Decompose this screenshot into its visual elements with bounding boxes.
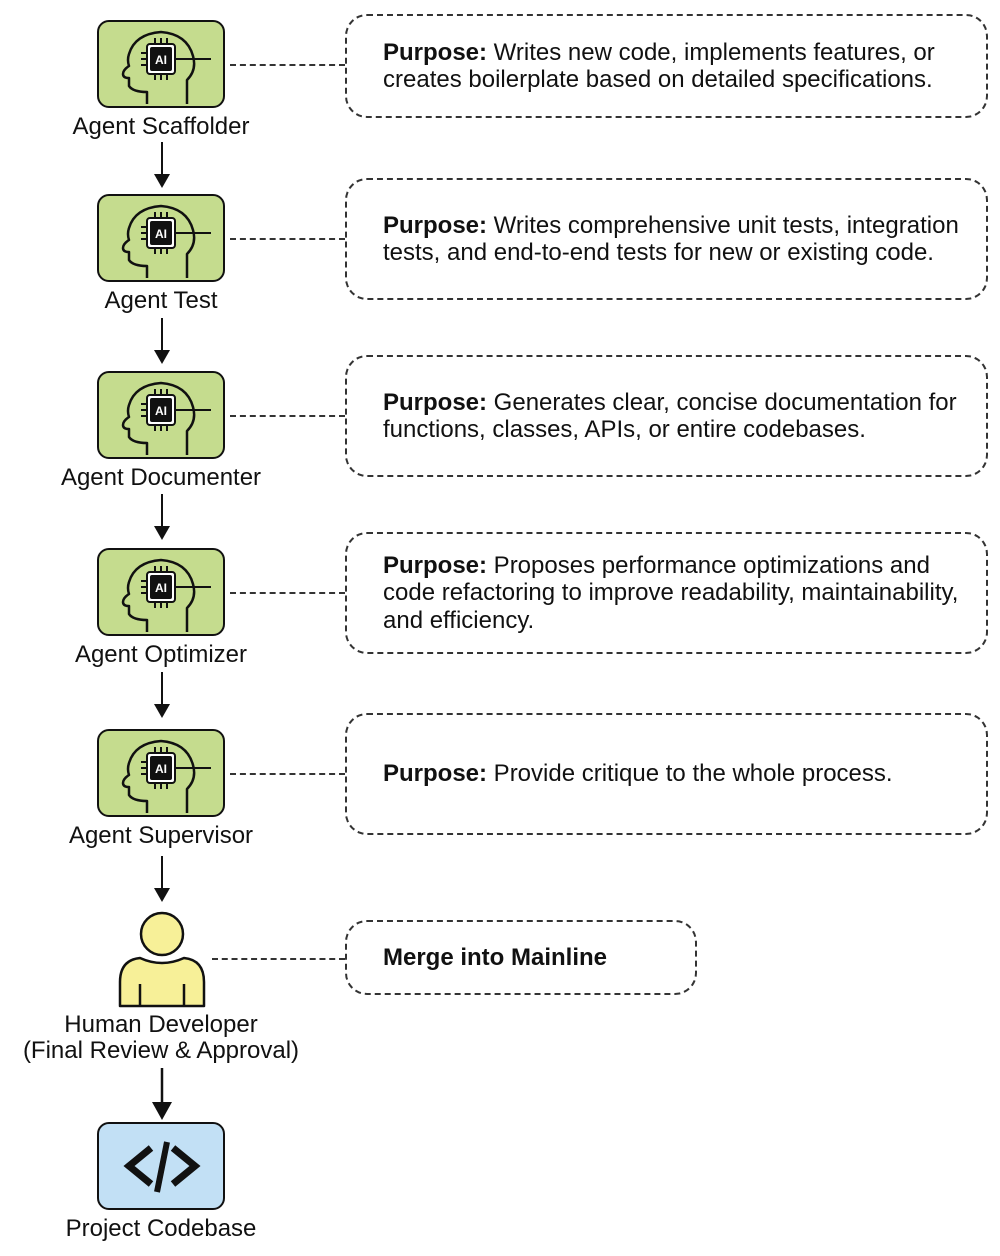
flow-arrow xyxy=(154,672,170,718)
purpose-connector xyxy=(230,592,345,594)
human-developer-sublabel: (Final Review & Approval) xyxy=(22,1037,300,1064)
agent-name-label: Agent Scaffolder xyxy=(72,113,250,140)
agent-name-label: Agent Supervisor xyxy=(68,822,254,849)
code-brackets-icon xyxy=(123,1141,201,1193)
agent-icon-box: AI xyxy=(97,194,225,282)
purpose-text: Purpose: Generates clear, concise docume… xyxy=(383,389,966,444)
purpose-label: Purpose: xyxy=(383,38,488,66)
purpose-label: Purpose: xyxy=(383,388,488,416)
ai-chip-label: AI xyxy=(155,762,167,776)
purpose-connector xyxy=(230,773,345,775)
purpose-text: Purpose: Proposes performance optimizati… xyxy=(383,552,966,635)
human-developer-label: Human Developer xyxy=(64,1011,258,1038)
purpose-connector xyxy=(230,415,345,417)
agent-icon-box: AI xyxy=(97,371,225,459)
merge-note: Merge into Mainline xyxy=(345,920,697,995)
flow-arrow xyxy=(154,318,170,364)
flow-arrow xyxy=(152,1068,172,1120)
agent-name-label: Agent Documenter xyxy=(60,464,262,491)
purpose-note: Purpose: Generates clear, concise docume… xyxy=(345,355,988,477)
merge-note-text: Merge into Mainline xyxy=(383,943,608,971)
purpose-connector xyxy=(230,64,345,66)
ai-chip-label: AI xyxy=(155,227,167,241)
ai-head-icon: AI xyxy=(121,204,211,278)
person-icon xyxy=(118,911,206,1008)
agent-name-label: Agent Optimizer xyxy=(74,641,248,668)
purpose-label: Purpose: xyxy=(383,551,488,579)
agent-icon-box: AI xyxy=(97,548,225,636)
purpose-note: Purpose: Provide critique to the whole p… xyxy=(345,713,988,835)
ai-head-icon: AI xyxy=(121,558,211,632)
agent-name-label: Agent Test xyxy=(104,287,218,314)
purpose-description: Writes comprehensive unit tests, integra… xyxy=(383,211,959,267)
agent-icon-box: AI xyxy=(97,729,225,817)
purpose-text: Purpose: Writes new code, implements fea… xyxy=(383,39,966,94)
human-note-connector xyxy=(212,958,345,960)
ai-head-icon: AI xyxy=(121,30,211,104)
purpose-label: Purpose: xyxy=(383,211,488,239)
ai-head-icon: AI xyxy=(121,739,211,813)
agent-icon-box: AI xyxy=(97,20,225,108)
codebase-icon-box xyxy=(97,1122,225,1210)
project-codebase-label: Project Codebase xyxy=(65,1215,257,1242)
purpose-note: Purpose: Proposes performance optimizati… xyxy=(345,532,988,654)
purpose-note: Purpose: Writes comprehensive unit tests… xyxy=(345,178,988,300)
ai-chip-label: AI xyxy=(155,53,167,67)
ai-chip-label: AI xyxy=(155,581,167,595)
purpose-description: Generates clear, concise documentation f… xyxy=(383,388,957,444)
purpose-connector xyxy=(230,238,345,240)
purpose-label: Purpose: xyxy=(383,760,488,788)
purpose-note: Purpose: Writes new code, implements fea… xyxy=(345,14,988,118)
flow-arrow xyxy=(154,142,170,188)
purpose-description: Proposes performance optimizations and c… xyxy=(383,551,959,634)
purpose-text: Purpose: Writes comprehensive unit tests… xyxy=(383,212,966,267)
flow-arrow xyxy=(154,856,170,902)
ai-chip-label: AI xyxy=(155,404,167,418)
purpose-text: Purpose: Provide critique to the whole p… xyxy=(383,760,893,788)
flow-arrow xyxy=(154,494,170,540)
purpose-description: Provide critique to the whole process. xyxy=(487,760,893,788)
ai-head-icon: AI xyxy=(121,381,211,455)
purpose-description: Writes new code, implements features, or… xyxy=(383,38,935,94)
